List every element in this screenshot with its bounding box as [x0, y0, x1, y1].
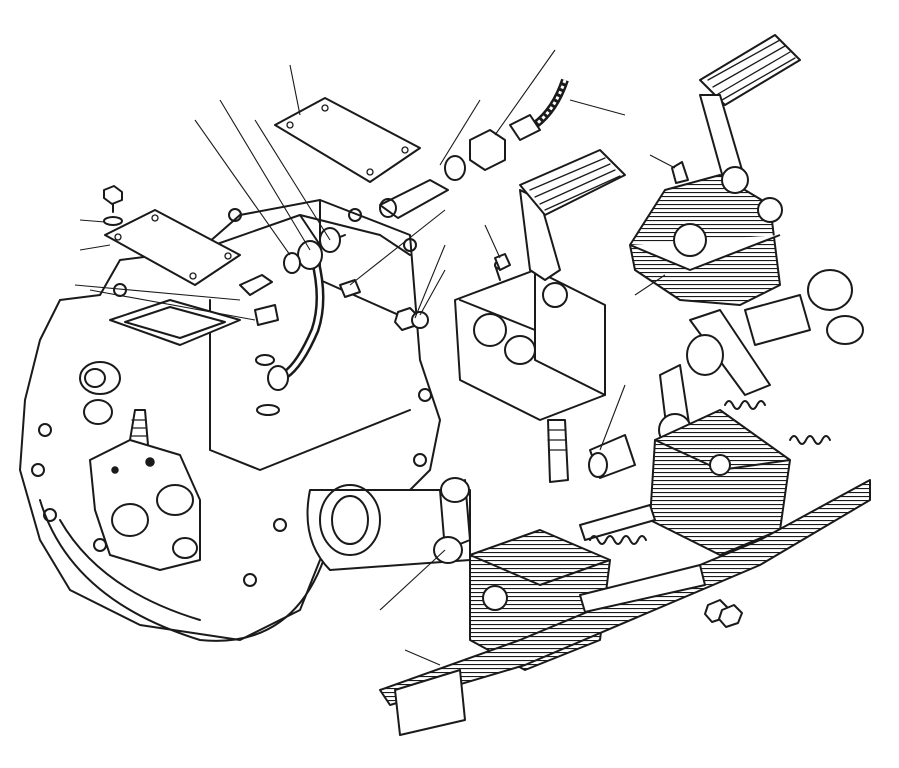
transmission-housing: [19, 199, 471, 642]
pedal-frame: [379, 409, 871, 736]
left-pedal-valve: [454, 149, 626, 483]
bolt-and-washer-left: [103, 185, 123, 226]
right-pedal-valve: [629, 34, 801, 306]
fuel-hose-assembly: [379, 78, 569, 219]
side-cover-plate: [104, 209, 241, 286]
top-cover-plate: [274, 97, 421, 183]
lever-arms: [433, 269, 864, 564]
leader-lines: [74, 49, 676, 666]
housing-bolt-heads: [31, 208, 432, 587]
oil-pipe-assembly: [239, 227, 361, 416]
